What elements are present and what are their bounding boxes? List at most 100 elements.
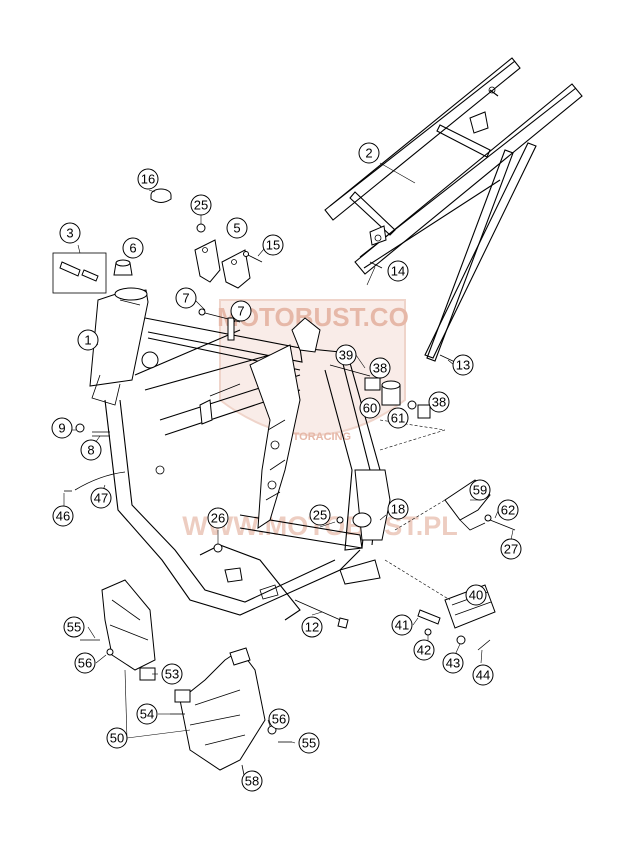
callout-label: 38 (432, 395, 446, 410)
callout-label: 6 (129, 241, 136, 256)
callout-circle (413, 639, 435, 661)
callout-circle (469, 479, 491, 501)
callout-7: 7 (175, 287, 197, 309)
callout-label: 59 (473, 483, 487, 498)
callout-15: 15 (262, 234, 284, 256)
callout-circle (190, 194, 212, 216)
callout-label: 43 (446, 656, 460, 671)
callout-label: 2 (365, 146, 372, 161)
callout-label: 9 (58, 421, 65, 436)
callout-label: 60 (363, 401, 377, 416)
callout-7: 7 (230, 300, 252, 322)
callout-circle (298, 732, 320, 754)
callout-circle (52, 505, 74, 527)
callout-circle (226, 217, 248, 239)
callout-56: 56 (268, 708, 290, 730)
callout-5: 5 (226, 217, 248, 239)
callout-circle (472, 664, 494, 686)
callout-circle (309, 504, 331, 526)
callout-label: 38 (373, 361, 387, 376)
callout-label: 62 (501, 503, 515, 518)
callout-label: 41 (395, 618, 409, 633)
small-parts-drawing (52, 188, 516, 781)
callout-47: 47 (90, 487, 112, 509)
watermark-line-2: MOTORACING (275, 431, 351, 443)
callout-61: 61 (387, 407, 409, 429)
callout-circle (51, 417, 73, 439)
callout-circle (369, 357, 391, 379)
callout-circle (428, 391, 450, 413)
callout-25: 25 (309, 504, 331, 526)
callout-circle (500, 538, 522, 560)
callout-9: 9 (51, 417, 73, 439)
callout-label: 46 (56, 509, 70, 524)
callout-38: 38 (428, 391, 450, 413)
callout-58: 58 (241, 770, 263, 792)
callout-label: 56 (78, 656, 92, 671)
callout-50: 50 (106, 727, 128, 749)
callout-label: 12 (305, 620, 319, 635)
callout-circle (122, 237, 144, 259)
callout-38: 38 (369, 357, 391, 379)
callout-circle (359, 397, 381, 419)
callout-label: 40 (469, 588, 483, 603)
callout-14: 14 (387, 260, 409, 282)
callout-label: 26 (211, 511, 225, 526)
callout-12: 12 (301, 616, 323, 638)
callout-circle (80, 439, 102, 461)
callout-39: 39 (335, 344, 357, 366)
callout-circle (301, 616, 323, 638)
callout-59: 59 (469, 479, 491, 501)
callout-circle (268, 708, 290, 730)
callout-label: 55 (67, 620, 81, 635)
callout-label: 27 (504, 542, 518, 557)
callout-8: 8 (80, 439, 102, 461)
callout-18: 18 (387, 498, 409, 520)
callout-circle (358, 142, 380, 164)
callout-label: 3 (66, 226, 73, 241)
callout-label: 14 (391, 264, 405, 279)
callout-circle (90, 487, 112, 509)
callout-56: 56 (74, 652, 96, 674)
callout-circle (106, 727, 128, 749)
callout-circle (241, 770, 263, 792)
callout-label: 39 (339, 348, 353, 363)
callout-circle (387, 407, 409, 429)
callout-circle (387, 260, 409, 282)
callout-circle (161, 663, 183, 685)
callout-label: 16 (141, 172, 155, 187)
callout-circle (335, 344, 357, 366)
callout-circle (207, 507, 229, 529)
callout-54: 54 (136, 703, 158, 725)
callout-16: 16 (137, 168, 159, 190)
callout-circle (175, 287, 197, 309)
callout-25: 25 (190, 194, 212, 216)
callout-label: 54 (140, 707, 154, 722)
callout-label: 50 (110, 731, 124, 746)
callout-42: 42 (413, 639, 435, 661)
callout-label: 58 (245, 774, 259, 789)
callout-44: 44 (472, 664, 494, 686)
callout-27: 27 (500, 538, 522, 560)
callout-circle (77, 329, 99, 351)
callout-60: 60 (359, 397, 381, 419)
callout-circle (497, 499, 519, 521)
callout-circle (391, 614, 413, 636)
callout-label: 5 (233, 221, 240, 236)
callout-13: 13 (452, 354, 474, 376)
callout-label: 56 (272, 712, 286, 727)
callout-circle (387, 498, 409, 520)
callout-label: 44 (476, 668, 490, 683)
callout-label: 7 (237, 304, 244, 319)
callout-circle (137, 168, 159, 190)
callout-46: 46 (52, 505, 74, 527)
callout-circle (442, 652, 464, 674)
callout-circle (59, 222, 81, 244)
callout-label: 1 (84, 333, 91, 348)
callout-6: 6 (122, 237, 144, 259)
callout-label: 7 (182, 291, 189, 306)
main-frame-drawing (89, 287, 391, 621)
callout-40: 40 (465, 584, 487, 606)
callout-55: 55 (298, 732, 320, 754)
